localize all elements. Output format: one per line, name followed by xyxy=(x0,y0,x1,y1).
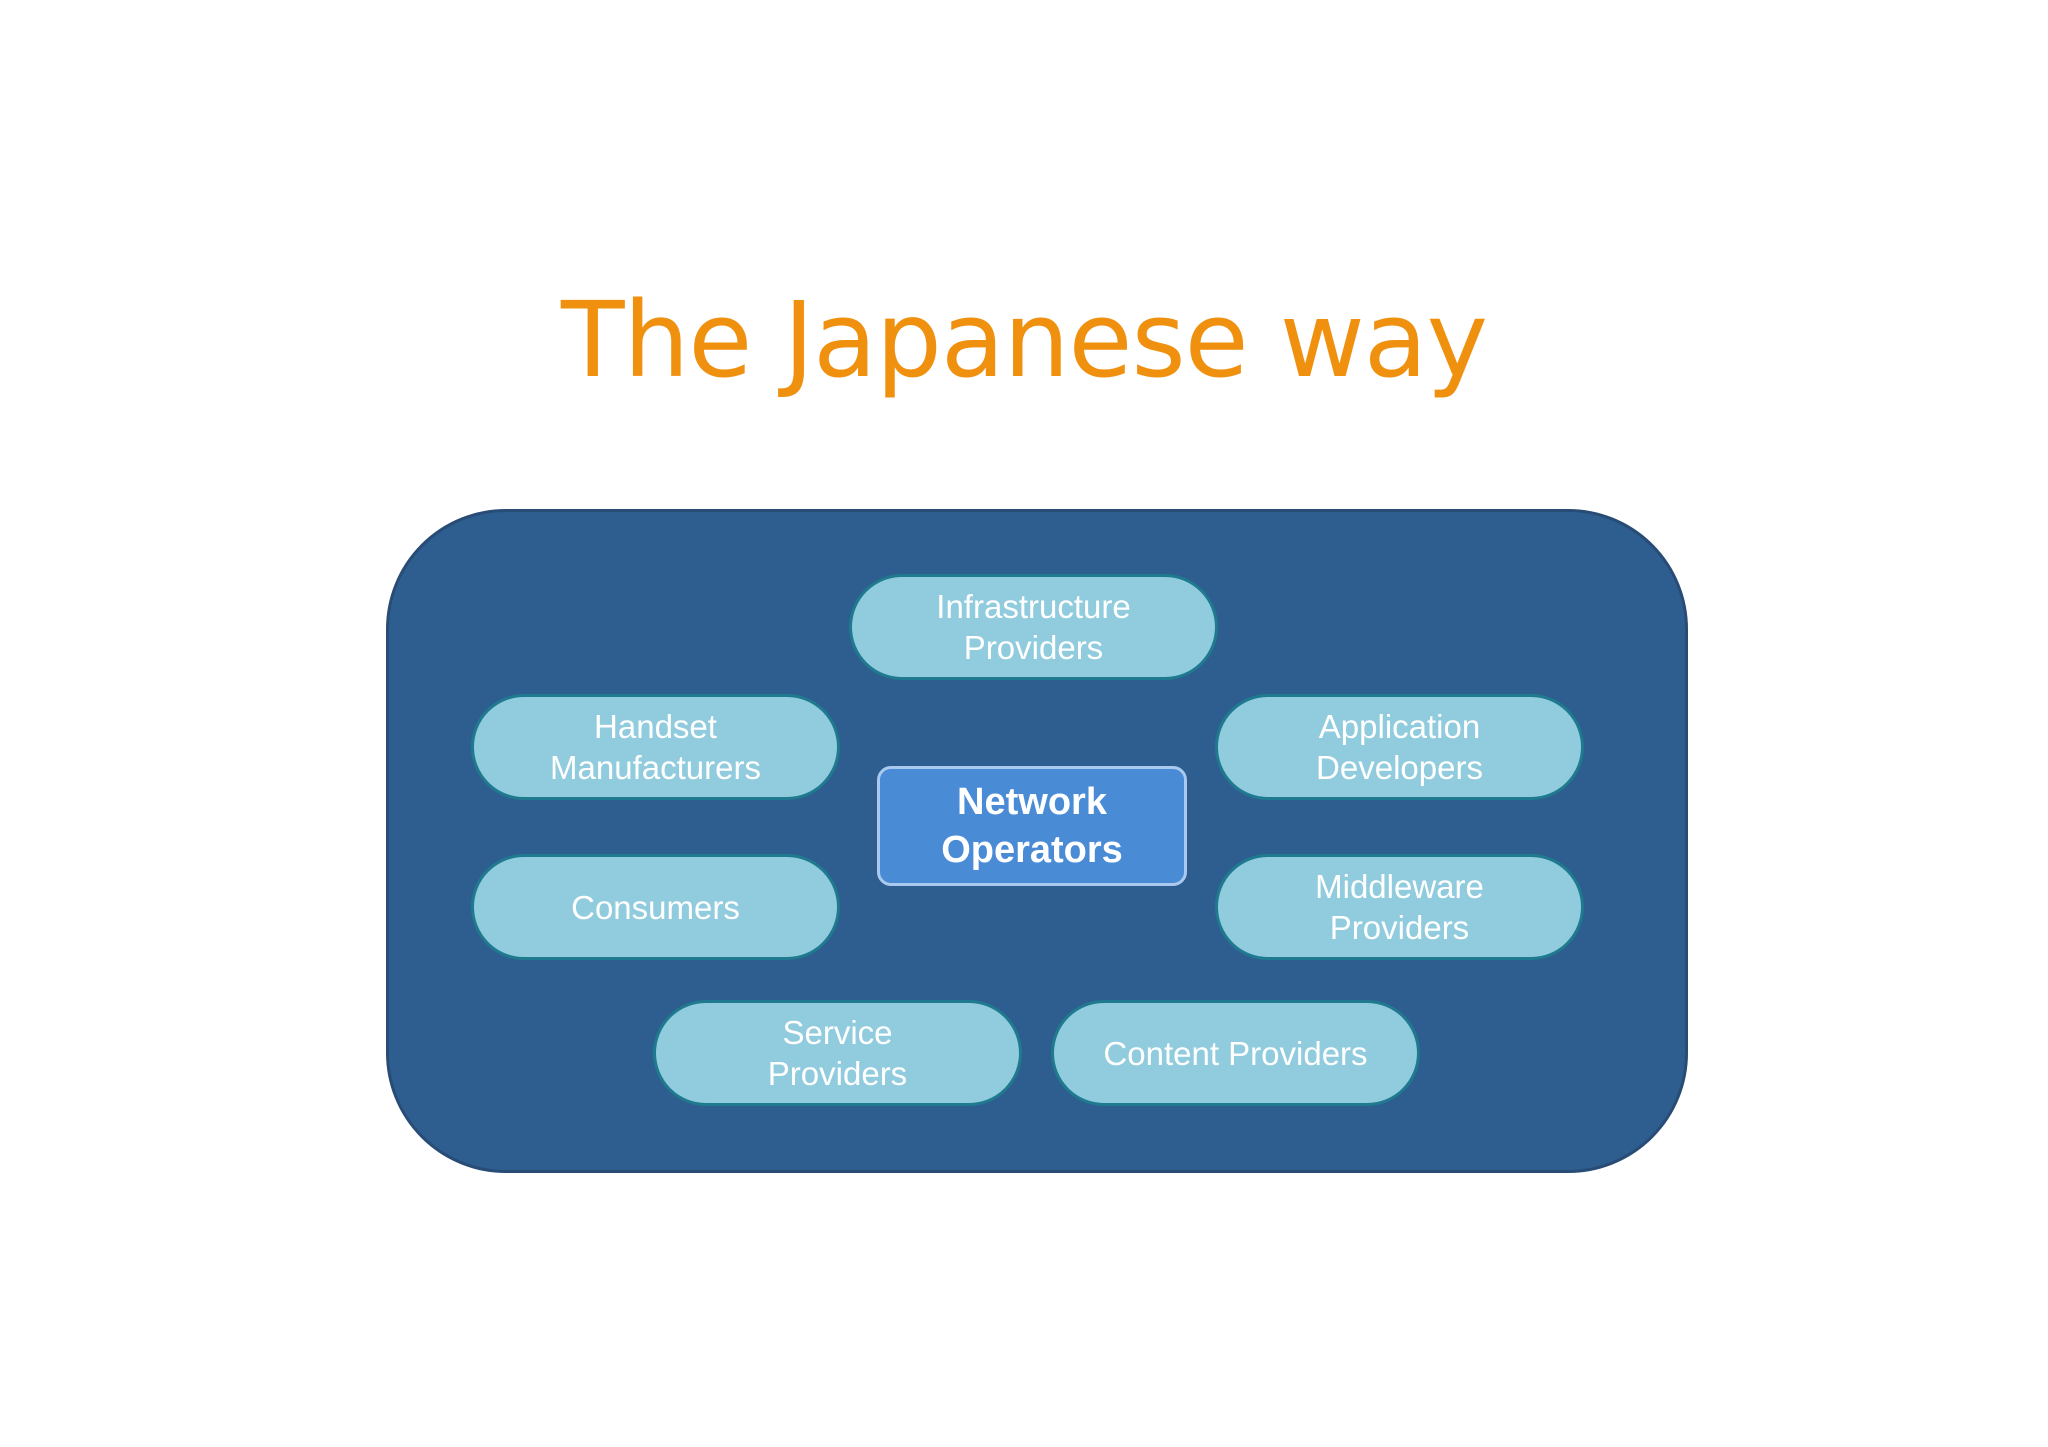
node-label: Infrastructure Providers xyxy=(936,588,1131,666)
center-label: Network Operators xyxy=(941,781,1123,871)
node-application-developers: Application Developers xyxy=(1215,694,1584,800)
node-handset-manufacturers: Handset Manufacturers xyxy=(471,694,840,800)
slide-title: The Japanese way xyxy=(560,279,1488,401)
node-infrastructure-providers: Infrastructure Providers xyxy=(849,574,1218,680)
node-content-providers: Content Providers xyxy=(1051,1000,1420,1106)
center-network-operators: Network Operators xyxy=(877,766,1187,886)
node-service-providers: Service Providers xyxy=(653,1000,1022,1106)
node-consumers: Consumers xyxy=(471,854,840,960)
node-label: Handset Manufacturers xyxy=(550,708,761,786)
ecosystem-panel: Infrastructure Providers Handset Manufac… xyxy=(386,509,1688,1173)
node-label: Consumers xyxy=(571,888,740,926)
node-label: Service Providers xyxy=(767,1014,908,1092)
node-label: Content Providers xyxy=(1103,1034,1368,1072)
node-label: Application Developers xyxy=(1316,708,1483,786)
node-label: Middleware Providers xyxy=(1315,868,1484,946)
node-middleware-providers: Middleware Providers xyxy=(1215,854,1584,960)
